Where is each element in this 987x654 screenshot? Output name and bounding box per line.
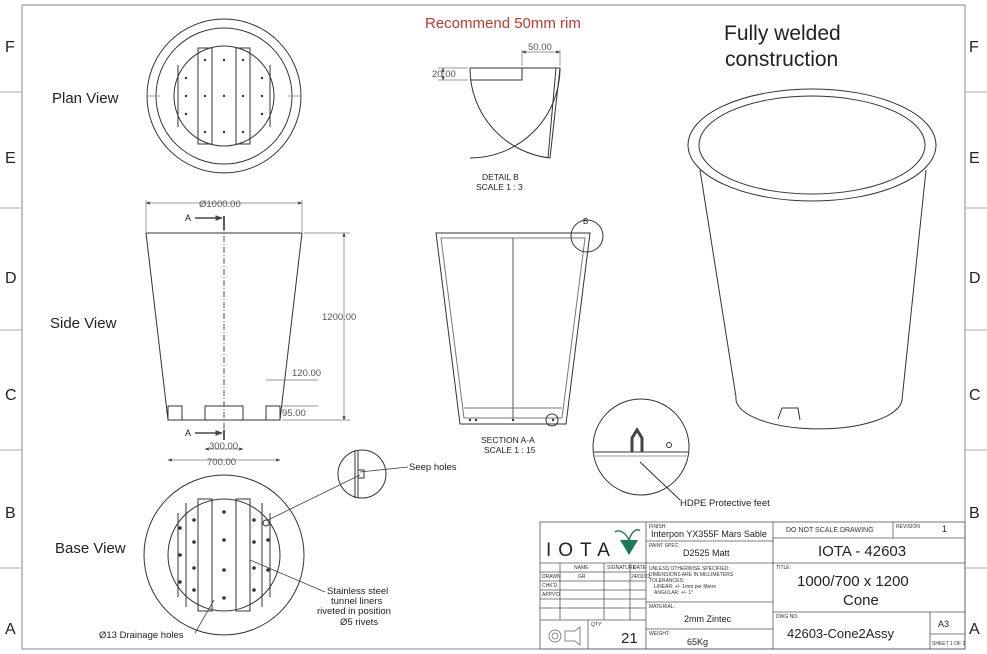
leader-lines (194, 466, 409, 634)
dim-height: 1200.00 (322, 312, 356, 323)
hdpe-label: HDPE Protective feet (680, 498, 770, 509)
iso-title-line-2: construction (725, 48, 838, 71)
zone-letter: B (5, 505, 16, 522)
side-view (145, 216, 303, 440)
job-number: IOTA - 42603 (818, 543, 906, 560)
iso-title-line-1: Fully welded (724, 22, 841, 45)
isometric-view (687, 88, 937, 430)
finish-label: FINISH: (649, 524, 667, 530)
title-line-2: Cone (843, 592, 879, 609)
hdpe-detail (592, 398, 690, 501)
zone-letters-left: F E D C B A (5, 39, 17, 638)
plan-rivets (184, 58, 264, 134)
paint-label: PAINT SPEC: (649, 543, 680, 549)
dim-base-diameter: 700.00 (207, 457, 236, 468)
base-view (143, 474, 305, 636)
paint-value: D2525 Matt (683, 548, 730, 558)
qty-label: QTY: (591, 622, 602, 628)
tolerance-line-5: ANGULAR: +/- 1° (654, 590, 693, 596)
seep-detail (337, 449, 387, 499)
detail-dimension-lines (438, 50, 561, 81)
date-col: DATE (633, 565, 647, 571)
drawn-name: GR (578, 574, 586, 580)
zone-letter: A (969, 621, 980, 638)
plan-view-label: Plan View (52, 90, 119, 107)
finish-value: Interpon YX355F Mars Sable (651, 529, 767, 539)
dim-foot-width: 95.00 (282, 408, 306, 419)
section-marker-top: A (185, 213, 191, 223)
detail-b (469, 67, 561, 159)
revision-value: 1 (942, 524, 947, 534)
zone-letter: C (969, 387, 981, 404)
zone-letter: E (5, 150, 16, 167)
liners-label-4: Ø5 rivets (340, 617, 378, 628)
zone-letter: F (5, 39, 15, 56)
title-label: TITLE: (776, 565, 791, 571)
section-marker-bottom: A (185, 428, 191, 438)
dim-top-diameter: Ø1000.00 (199, 199, 241, 210)
drawn-label: DRAWN (542, 574, 561, 580)
sheet-size: A3 (938, 619, 949, 629)
rim-note: Recommend 50mm rim (425, 15, 581, 32)
chkd-label: CHK'D (542, 583, 558, 589)
detail-b-title: DETAIL B (482, 172, 519, 182)
zone-letter: F (969, 39, 979, 56)
title-line-1: 1000/700 x 1200 (797, 573, 909, 590)
name-col: NAME (574, 565, 589, 571)
section-rivets (468, 418, 555, 422)
section-title: SECTION A-A (481, 435, 535, 445)
zone-letter: D (969, 270, 981, 287)
drawn-date: 24/02/21 (631, 574, 651, 580)
zone-letter: D (5, 270, 17, 287)
title-block (539, 521, 966, 650)
zone-letter: A (5, 621, 16, 638)
appvd-label: APPV'D (542, 592, 560, 598)
liners-label-1: Stainless steel (327, 586, 388, 597)
zone-letters-right: F E D C B A (969, 39, 981, 638)
weight-label: WEIGHT: (649, 631, 670, 637)
tolerance-line-2: DIMENSIONS ARE IN MILLIMETERS (649, 572, 734, 578)
section-a-a (435, 219, 604, 427)
tolerance-line-4: LINEAR: +/- 1mm per Metre (654, 584, 716, 590)
zone-letter: B (969, 505, 980, 522)
title-block-text: FINISH: Interpon YX355F Mars Sable PAINT… (542, 524, 965, 647)
zone-ticks (0, 91, 987, 569)
sheet-count: SHEET 1 OF 1 (932, 641, 965, 647)
liners-label-3: riveted in position (317, 606, 391, 617)
qty-logo-icon (548, 626, 581, 646)
iota-logo-text: IOTA (546, 540, 617, 561)
dim-rim-width: 50.00 (528, 42, 552, 53)
section-arrows (195, 215, 223, 436)
weight-value: 65Kg (687, 637, 708, 647)
drainage-holes (178, 510, 270, 600)
tolerance-line-1: UNLESS OTHERWISE SPECIFIED: (649, 566, 730, 572)
side-view-label: Side View (50, 315, 117, 332)
tolerance-line-3: TOLERANCES: (649, 578, 684, 584)
material-value: 2mm Zintec (684, 614, 732, 624)
side-dimension-lines (145, 200, 350, 462)
zone-letter: C (5, 387, 17, 404)
dim-foot-height: 120.00 (292, 368, 321, 379)
dwg-number: 42603-Cone2Assy (787, 626, 894, 641)
base-view-label: Base View (55, 540, 126, 557)
iota-logo-icon (614, 529, 641, 555)
material-label: MATERIAL: (649, 604, 675, 610)
dim-base-inner: 300.00 (209, 441, 238, 452)
seep-holes-label: Seep holes (409, 462, 457, 473)
qty-value: 21 (621, 630, 638, 647)
signature-col: SIGNATURE (607, 565, 636, 571)
dim-rim-height: 20.00 (432, 69, 456, 80)
drainage-holes-label: Ø13 Drainage holes (99, 630, 184, 641)
revision-label: REVISION (896, 524, 920, 530)
do-not-scale: DO NOT SCALE DRAWING (786, 527, 874, 534)
detail-b-scale: SCALE 1 : 3 (476, 182, 523, 192)
section-scale: SCALE 1 : 15 (484, 445, 536, 455)
zone-letter: E (969, 150, 980, 167)
detail-marker-b: B (583, 217, 588, 226)
plan-view (146, 18, 302, 174)
liners-label-2: tunnel liners (331, 596, 382, 607)
dwg-label: DWG NO. (776, 614, 799, 620)
sheet-border (21, 4, 966, 650)
